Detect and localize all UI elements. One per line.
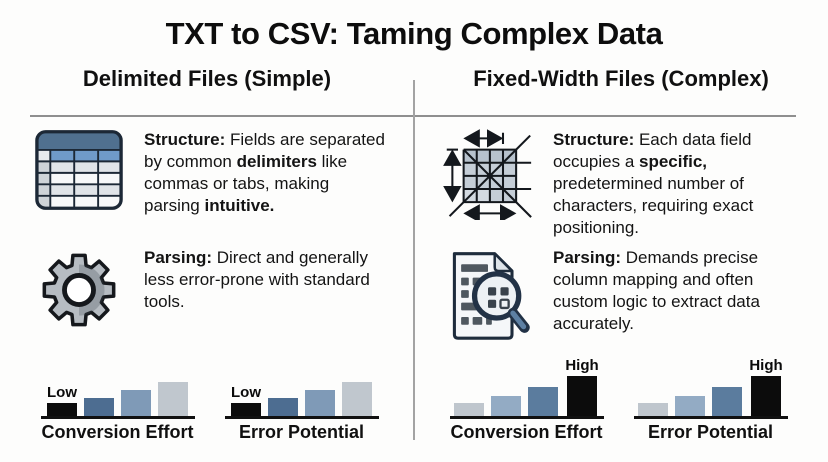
chart-baseline <box>40 416 195 419</box>
header-delimited: Delimited Files (Simple) <box>82 66 332 91</box>
bar-annotation: Low <box>47 384 77 401</box>
bar-wrap <box>305 390 335 416</box>
bar <box>750 376 781 416</box>
bar <box>675 396 706 416</box>
fixed-parsing-text: Parsing: Demands precise column mapping … <box>553 247 794 335</box>
text-run-bold: Structure: <box>144 130 226 149</box>
bar <box>454 403 485 416</box>
column-delimited: Structure: Fields are separated by commo… <box>34 128 385 443</box>
bar-wrap <box>528 387 559 416</box>
bar <box>305 390 335 416</box>
chart-title: Conversion Effort <box>41 422 194 442</box>
delimited-structure-text: Structure: Fields are separated by commo… <box>144 129 385 217</box>
text-run-bold: intuitive. <box>204 196 275 216</box>
header-fixed-width: Fixed-Width Files (Complex) <box>473 66 769 91</box>
chart-baseline <box>633 416 788 419</box>
bar-wrap <box>342 382 372 416</box>
delimited-parsing-row: Parsing: Direct and generally less error… <box>34 246 385 354</box>
column-headers: Delimited Files (Simple) Fixed-Width Fil… <box>0 66 828 92</box>
bar-wrap <box>712 387 743 416</box>
document-magnifier-icon <box>443 246 533 342</box>
delimited-structure-row: Structure: Fields are separated by commo… <box>34 128 385 246</box>
bar <box>342 382 372 416</box>
fixed-structure-row: Structure: Each data field occupies a sp… <box>443 128 794 246</box>
bar-annotation: Low <box>231 384 261 401</box>
bar-annotation: High <box>565 357 599 374</box>
text-run: predetermined number of characters, requ… <box>553 174 754 238</box>
bar <box>158 382 188 416</box>
bar-group: High <box>632 357 790 416</box>
bar <box>491 396 522 416</box>
bar <box>528 387 559 416</box>
chart-title: Error Potential <box>647 422 774 442</box>
text-run-bold: specific, <box>639 152 708 172</box>
bar <box>84 398 114 416</box>
text-run-bold: delimiters <box>236 152 317 172</box>
chart-conversion-effort-low: Low Conversion Effort <box>39 358 197 443</box>
bar <box>121 390 151 416</box>
bar-wrap <box>121 390 151 416</box>
bar-wrap <box>84 398 114 416</box>
bar-wrap <box>454 403 485 416</box>
gear-icon <box>34 246 124 334</box>
bar-wrap: High <box>565 357 599 416</box>
chart-baseline <box>449 416 604 419</box>
bar <box>566 376 597 416</box>
chart-conversion-effort-high: High Conversion Effort <box>448 357 606 443</box>
chart-baseline <box>224 416 379 419</box>
fixed-charts: High Conversion Effort High Error Potent… <box>443 357 794 443</box>
bar-wrap: High <box>749 357 783 416</box>
bar-wrap: Low <box>231 384 261 416</box>
grid-measure-icon <box>443 128 533 220</box>
text-run: Each data field occupies a <box>553 130 752 172</box>
bar-wrap <box>268 398 298 416</box>
bar-wrap: Low <box>47 384 77 416</box>
text-run: Direct and generally less error-prone wi… <box>144 248 370 312</box>
text-run-bold: Structure: <box>553 130 635 149</box>
bar <box>47 403 77 416</box>
chart-title: Error Potential <box>238 422 365 442</box>
text-run-bold: Parsing: <box>144 248 213 267</box>
text-run-bold: Parsing: <box>553 248 622 267</box>
page-title: TXT to CSV: Taming Complex Data <box>165 16 663 51</box>
bar <box>268 398 298 416</box>
vertical-divider <box>413 80 415 440</box>
column-fixed-width: Structure: Each data field occupies a sp… <box>443 128 794 443</box>
bar-wrap <box>491 396 522 416</box>
bar-wrap <box>158 382 188 416</box>
text-run: Fields are separated by common <box>144 130 385 172</box>
text-run: like commas or tabs, making parsing <box>144 152 348 216</box>
bar-group: Low <box>223 358 381 416</box>
bar-wrap <box>675 396 706 416</box>
bar <box>231 403 261 416</box>
chart-error-potential-low: Low Error Potential <box>223 358 381 443</box>
delimited-charts: Low Conversion Effort Low Error Potentia… <box>34 358 385 443</box>
chart-error-potential-high: High Error Potential <box>632 357 790 443</box>
bar-group: Low <box>39 358 197 416</box>
fixed-structure-text: Structure: Each data field occupies a sp… <box>553 129 794 239</box>
bar-wrap <box>638 403 669 416</box>
text-run: Demands precise column mapping and often… <box>553 248 760 334</box>
table-icon <box>34 128 124 212</box>
comparison-grid: Structure: Fields are separated by commo… <box>34 128 794 443</box>
bar <box>638 403 669 416</box>
bar-annotation: High <box>749 357 783 374</box>
bar-group: High <box>448 357 606 416</box>
bar <box>712 387 743 416</box>
fixed-parsing-row: Parsing: Demands precise column mapping … <box>443 246 794 354</box>
chart-title: Conversion Effort <box>450 422 603 442</box>
delimited-parsing-text: Parsing: Direct and generally less error… <box>144 247 385 313</box>
